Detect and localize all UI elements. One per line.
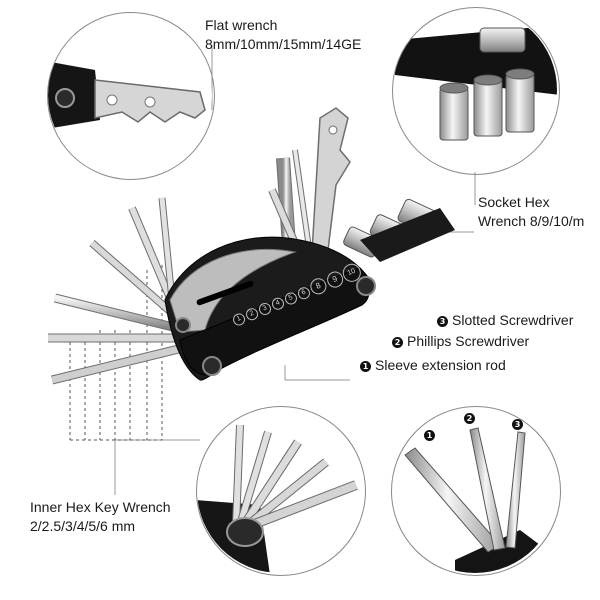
body-number: 3: [257, 301, 273, 317]
detail-badge-3: 3: [512, 419, 523, 430]
tool-body: [164, 236, 376, 381]
detail-badge-2: 2: [464, 413, 475, 424]
badge-2: 2: [392, 337, 403, 348]
detail-badge-1: 1: [424, 430, 435, 441]
socket-sizes: Wrench 8/9/10/m: [478, 213, 585, 229]
sleeve-extension-label: 1 Sleeve extension rod: [360, 356, 506, 374]
hex-key-title: Inner Hex Key Wrench: [30, 499, 171, 515]
slotted-screwdriver-label: 3 Slotted Screwdriver: [437, 311, 573, 329]
body-number: 8: [308, 275, 329, 297]
phillips-screwdriver-text: Phillips Screwdriver: [407, 333, 530, 349]
sleeve-extension-text: Sleeve extension rod: [375, 357, 506, 373]
slotted-screwdriver-text: Slotted Screwdriver: [452, 312, 574, 328]
phillips-screwdriver-label: 2 Phillips Screwdriver: [392, 332, 529, 350]
detail-circle-sockets: [392, 7, 560, 175]
flat-wrench-sizes: 8mm/10mm/15mm/14GE: [205, 36, 362, 52]
hex-key-sizes: 2/2.5/3/4/5/6 mm: [30, 518, 136, 534]
socket-title: Socket Hex: [478, 194, 550, 210]
detail-circle-screwdrivers: [391, 406, 561, 576]
body-number: 2: [244, 306, 260, 323]
detail-circle-flat-wrench: [47, 12, 215, 180]
badge-3: 3: [437, 316, 448, 327]
body-number: 5: [283, 290, 299, 307]
badge-1: 1: [360, 361, 371, 372]
detail-circle-hex-keys: [196, 406, 366, 576]
sockets: [343, 198, 455, 262]
hex-keys: [48, 197, 197, 385]
flat-wrench-title: Flat wrench: [205, 17, 278, 33]
body-number: 4: [270, 295, 286, 312]
